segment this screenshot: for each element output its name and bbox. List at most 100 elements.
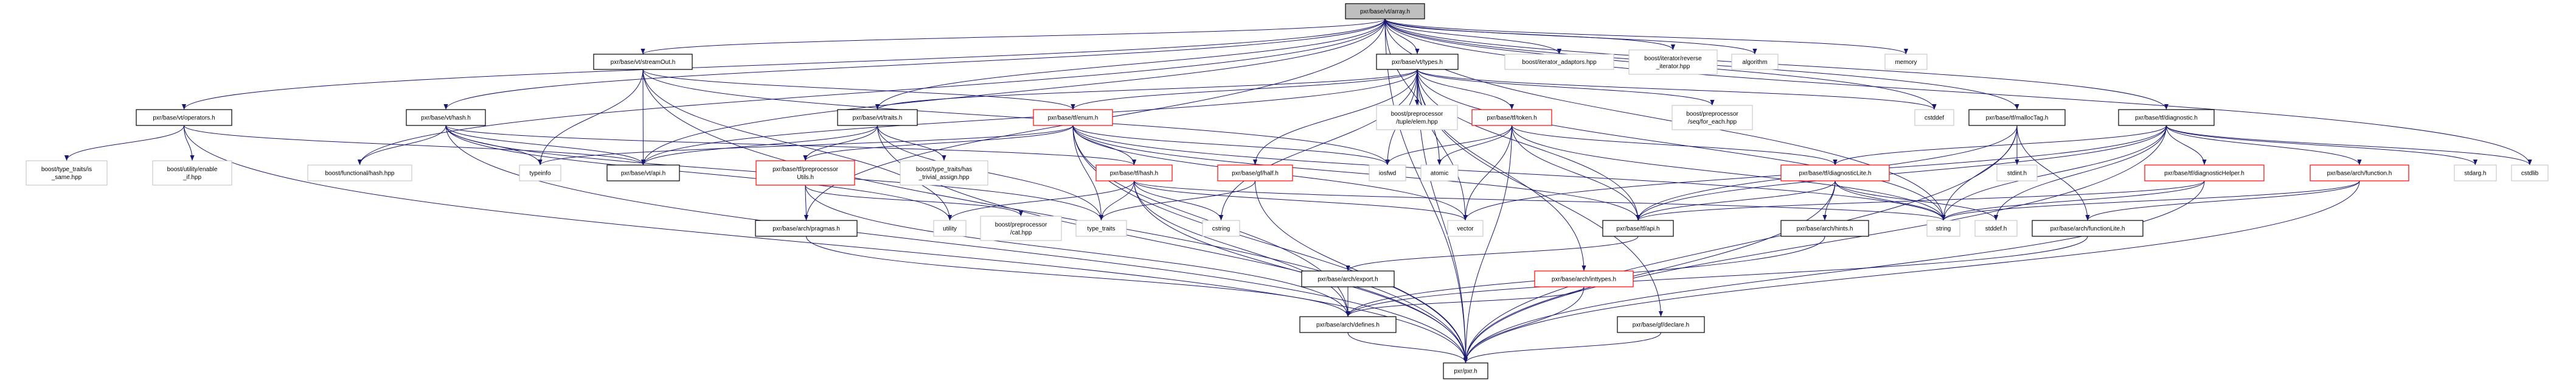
node-box (2032, 220, 2144, 237)
node-export[interactable]: pxr/base/arch/export.h (1301, 270, 1395, 287)
node-diagnostic[interactable]: pxr/base/tf/diagnostic.h (2118, 109, 2215, 126)
node-diaglite[interactable]: pxr/base/tf/diagnosticLite.h (1780, 164, 1890, 181)
node-diaghelper[interactable]: pxr/base/tf/diagnosticHelper.h (2144, 164, 2265, 181)
node-functionlite[interactable]: pxr/base/arch/functionLite.h (2032, 220, 2144, 237)
edge-operators-to-enable_if (184, 125, 195, 161)
edge-types-to-half (1252, 69, 1418, 166)
node-pxr[interactable]: pxr/pxr.h (1443, 362, 1488, 379)
node-cstdlib: cstdlib (2511, 164, 2549, 181)
edge-function-to-functionlite (2085, 180, 2360, 221)
node-half[interactable]: pxr/base/gf/half.h (1217, 164, 1293, 181)
node-label: pxr/base/arch/export.h (1318, 276, 1378, 283)
node-box (933, 220, 967, 237)
edge-diagnostic-to-tfapi (1636, 125, 2167, 221)
edge-tfhash-to-vector (1134, 180, 1468, 221)
edge-types-to-for_each (1417, 69, 1715, 106)
node-vtapi[interactable]: pxr/base/vt/api.h (606, 164, 680, 181)
node-stdarg: stdarg.h (2454, 164, 2497, 181)
node-token[interactable]: pxr/base/tf/token.h (1471, 109, 1552, 126)
node-box (1376, 54, 1459, 70)
node-box (1974, 220, 2018, 237)
edge-array-to-cstdlib (1384, 18, 2532, 166)
edge-function-to-string (1941, 180, 2360, 221)
node-traits[interactable]: pxr/base/vt/traits.h (837, 109, 918, 126)
node-box (307, 164, 412, 181)
node-typeinfo: typeinfo (519, 164, 561, 181)
edge-enum-to-typeinfo (538, 125, 1074, 166)
edge-traits-to-type_traits (877, 125, 1104, 221)
node-box (900, 160, 988, 186)
node-label: iosfwd (1379, 171, 1396, 177)
node-enum[interactable]: pxr/base/tf/enum.h (1033, 109, 1113, 126)
node-label: pxr/base/gf/half.h (1232, 171, 1279, 177)
node-tfhash[interactable]: pxr/base/tf/hash.h (1095, 164, 1173, 181)
edge-vthash-to-fhash (357, 125, 446, 166)
edge-diagnostic-to-stdarg (2166, 125, 2477, 166)
node-defines[interactable]: pxr/base/arch/defines.h (1299, 316, 1397, 333)
edge-malloctag-to-pxr (1463, 125, 2018, 364)
node-function[interactable]: pxr/base/arch/function.h (2310, 164, 2409, 181)
node-box (1926, 220, 1960, 237)
node-inttypes[interactable]: pxr/base/arch/inttypes.h (1534, 270, 1634, 287)
node-label: string (1936, 226, 1951, 233)
edge-types-to-cstring (1218, 69, 1418, 221)
node-box (2144, 164, 2265, 181)
node-types[interactable]: pxr/base/vt/types.h (1376, 54, 1459, 70)
node-label: pxr/base/arch/function.h (2327, 171, 2392, 177)
node-declare[interactable]: pxr/base/gf/declare.h (1617, 316, 1705, 333)
node-label: pxr/base/vt/array.h (1360, 9, 1410, 15)
edge-defines-to-pxr (1347, 332, 1468, 364)
edge-types-to-vtapi (641, 69, 1418, 166)
node-box (1617, 316, 1705, 333)
node-label: _iterator.hpp (1656, 63, 1690, 70)
node-streamout[interactable]: pxr/base/vt/streamOut.h (593, 54, 693, 70)
node-pragmas[interactable]: pxr/base/arch/pragmas.h (755, 220, 858, 237)
edge-types-to-token (1417, 69, 1515, 110)
node-label: pxr/base/vt/hash.h (421, 115, 471, 122)
node-label: boost/iterator_adaptors.hpp (1522, 59, 1597, 66)
node-vthash[interactable]: pxr/base/vt/hash.h (406, 109, 486, 126)
node-operators[interactable]: pxr/base/vt/operators.h (136, 109, 232, 126)
edge-diaghelper-to-tfapi (1636, 180, 2205, 221)
node-malloctag[interactable]: pxr/base/tf/mallocTag.h (1968, 109, 2066, 126)
edge-token-to-atomic (1437, 125, 1512, 166)
node-label: boost/type_traits/has (916, 166, 972, 173)
node-box (1602, 220, 1674, 237)
node-algorithm: algorithm (1731, 54, 1779, 70)
edge-pragmas-to-defines (806, 236, 1350, 317)
node-label: stdint.h (2007, 171, 2027, 177)
node-tfapi[interactable]: pxr/base/tf/api.h (1602, 220, 1674, 237)
edge-types-to-traits (875, 69, 1418, 110)
node-label: boost/preprocessor (1391, 111, 1443, 118)
edge-declare-to-pxr (1463, 332, 1661, 364)
edge-enum-to-pputils (803, 125, 1074, 161)
node-box (606, 164, 680, 181)
edge-tfhash-to-type_traits (1099, 180, 1134, 221)
edge-streamout-to-vtapi (641, 69, 646, 166)
node-label: _same.hpp (51, 174, 82, 181)
node-hints[interactable]: pxr/base/arch/hints.h (1780, 220, 1869, 237)
node-layer: pxr/base/vt/array.h pxr/base/vt/operators… (26, 3, 2549, 379)
node-box (755, 220, 858, 237)
node-array[interactable]: pxr/base/vt/array.h (1345, 3, 1425, 19)
node-box (1033, 109, 1113, 126)
edge-array-to-vtapi (641, 18, 1386, 166)
node-box (1504, 54, 1614, 70)
node-box (26, 160, 108, 186)
node-box (1731, 54, 1779, 70)
node-box (406, 109, 486, 126)
node-box (1780, 164, 1890, 181)
node-box (980, 216, 1062, 241)
node-box (1914, 109, 1954, 126)
edge-enum-to-tfhash (1072, 125, 1137, 166)
node-label: /tuple/elem.hpp (1396, 119, 1438, 125)
node-label: boost/functional/hash.hpp (325, 171, 395, 177)
node-box (837, 109, 918, 126)
node-box (1968, 109, 2066, 126)
node-stdint: stdint.h (1996, 164, 2038, 181)
node-label: pxr/base/vt/api.h (621, 171, 665, 177)
edge-traits-to-pputils (803, 125, 878, 161)
edge-array-to-string (1384, 18, 1946, 221)
node-label: pxr/base/tf/diagnostic.h (2135, 115, 2198, 122)
